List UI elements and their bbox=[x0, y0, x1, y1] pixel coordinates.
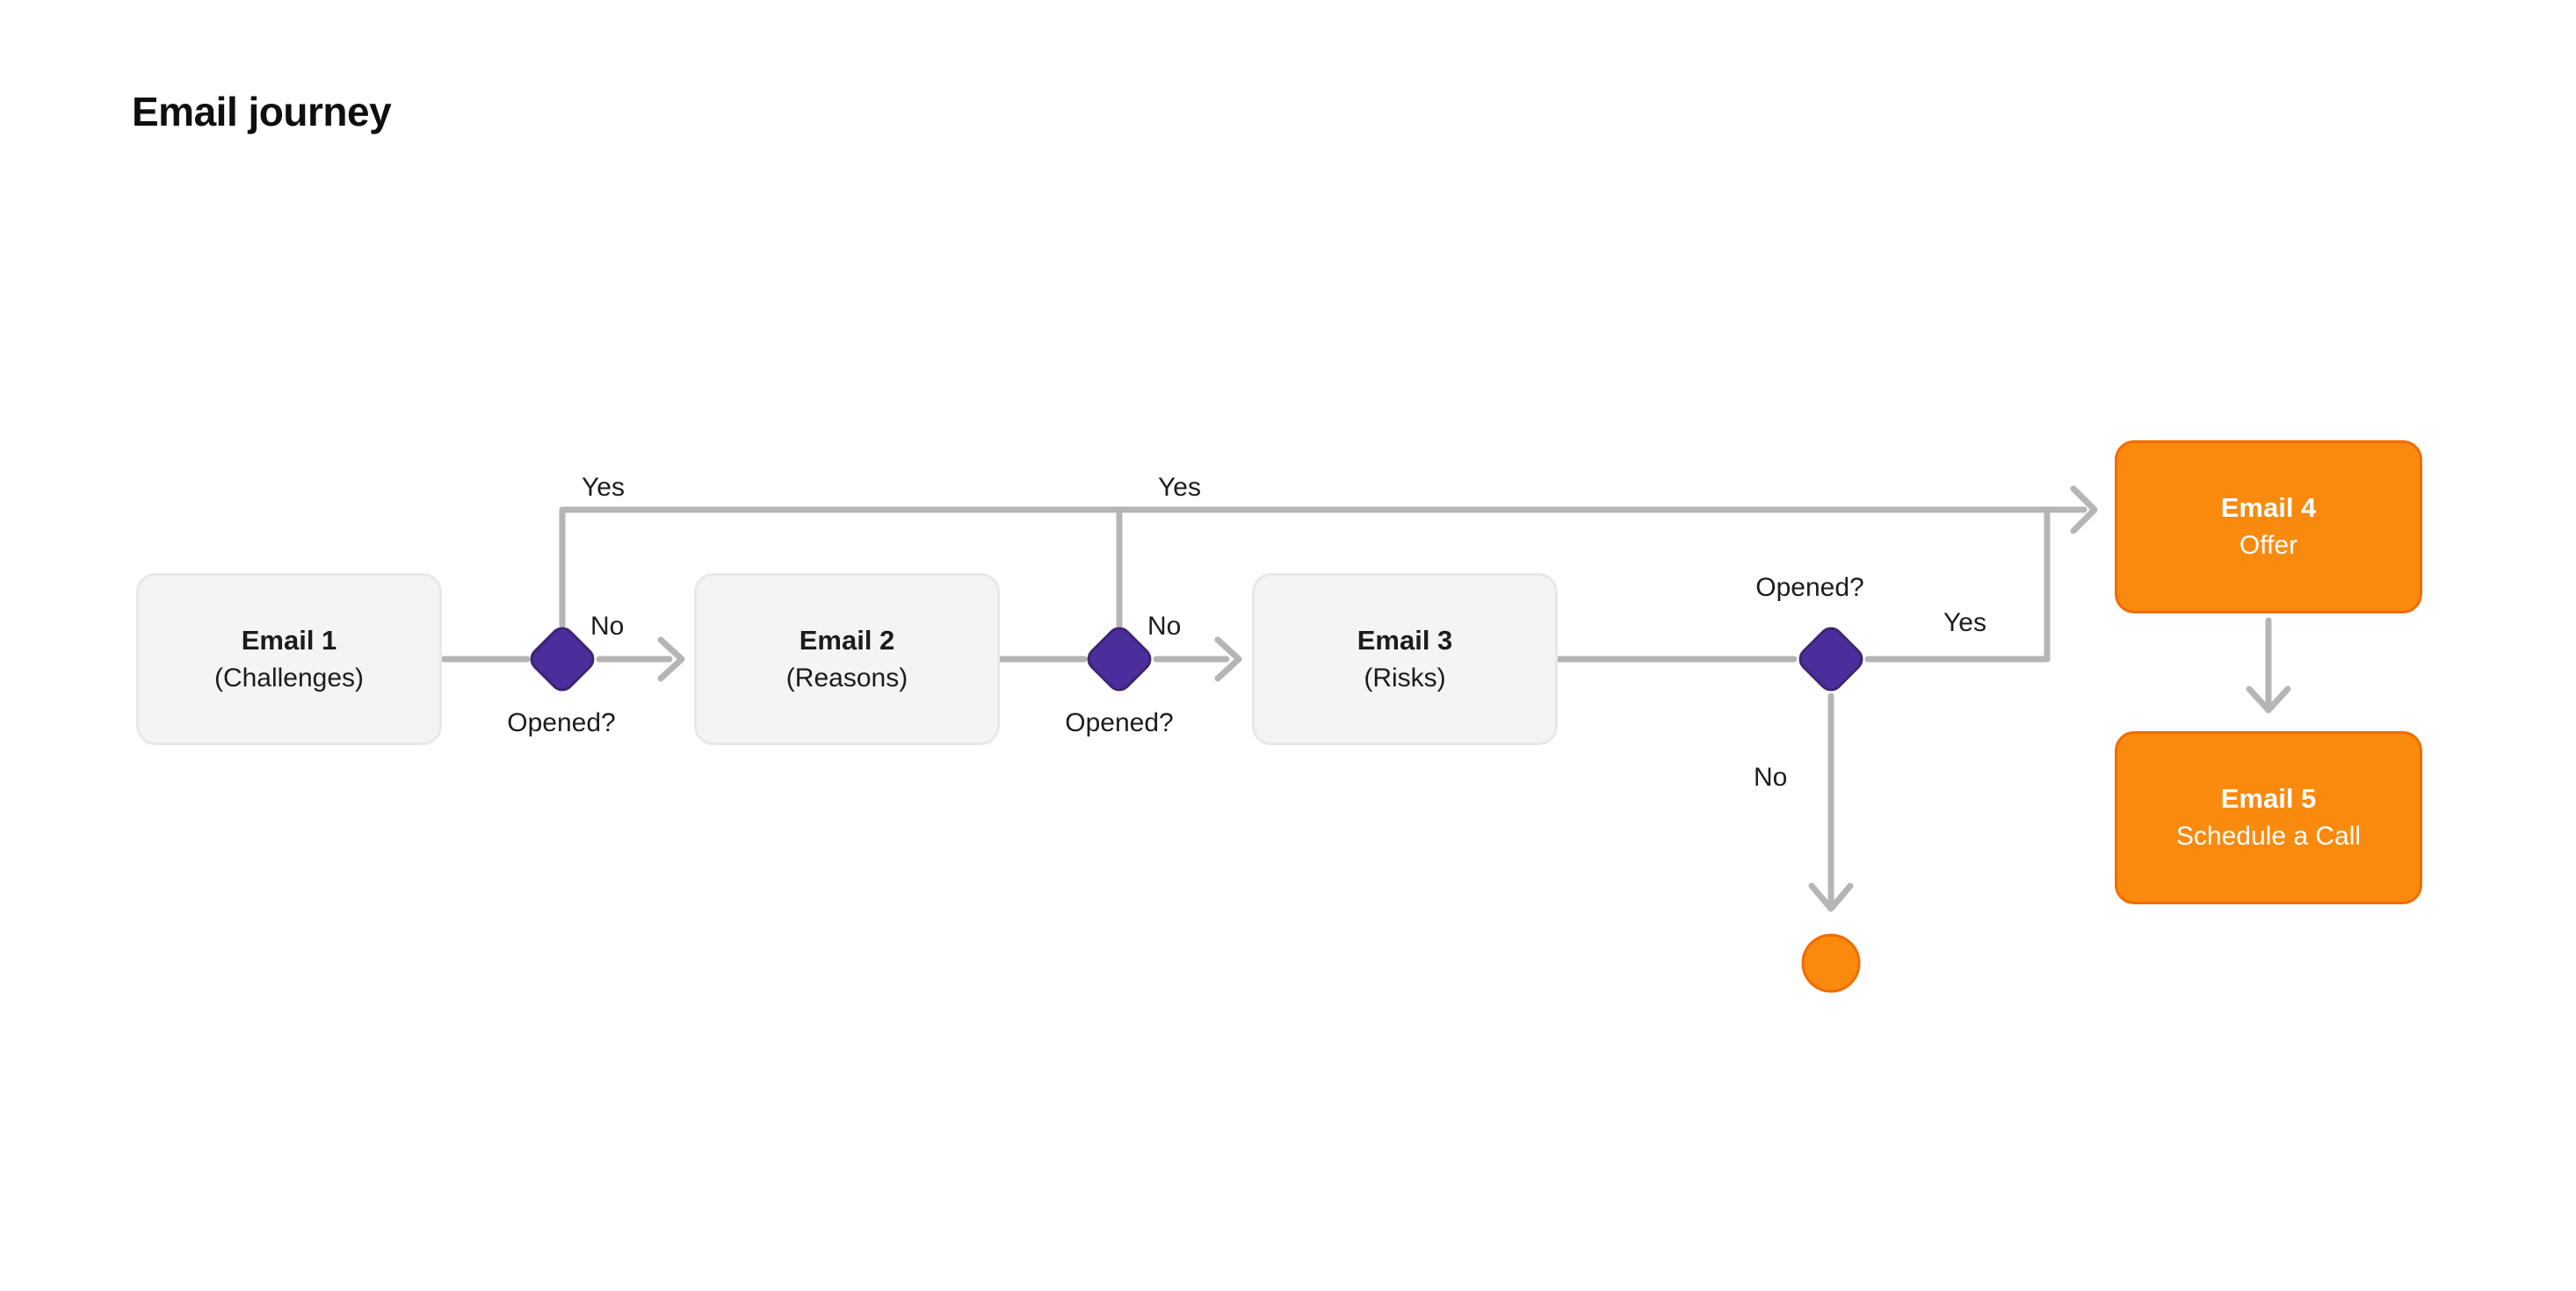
edge-label-no-2: No bbox=[1147, 612, 1182, 641]
node-email-2: Email 2 (Reasons) bbox=[694, 573, 1000, 745]
end-terminator-circle bbox=[1801, 933, 1861, 993]
arrowhead-into-email3 bbox=[1214, 636, 1242, 682]
arrowhead-into-email2 bbox=[657, 636, 685, 682]
connector-decision3-yes-up bbox=[1864, 509, 2051, 663]
node-subtitle: (Risks) bbox=[1364, 663, 1446, 693]
node-title: Email 5 bbox=[2220, 783, 2317, 815]
decision-question-3: Opened? bbox=[1755, 573, 1864, 602]
decision-question-1: Opened? bbox=[507, 708, 616, 737]
node-title: Email 4 bbox=[2220, 492, 2317, 524]
node-email-1: Email 1 (Challenges) bbox=[136, 573, 442, 745]
arrowhead-into-email4 bbox=[2070, 485, 2098, 534]
node-subtitle: (Challenges) bbox=[213, 663, 365, 693]
node-title: Email 3 bbox=[1357, 624, 1453, 656]
edge-label-no-1: No bbox=[590, 612, 625, 641]
node-subtitle: Offer bbox=[2239, 531, 2298, 561]
decision-diamond-opened-3 bbox=[1798, 627, 1863, 692]
page-title: Email journey bbox=[132, 89, 392, 134]
node-email-5: Email 5 Schedule a Call bbox=[2115, 731, 2422, 904]
node-email-4: Email 4 Offer bbox=[2115, 440, 2422, 613]
arrowhead-into-terminator bbox=[1808, 882, 1854, 912]
edge-label-yes-1: Yes bbox=[582, 473, 625, 502]
node-title: Email 1 bbox=[241, 624, 337, 656]
decision-diamond-opened-1 bbox=[530, 627, 595, 692]
arrowhead-into-email5 bbox=[2246, 685, 2291, 714]
node-email-3: Email 3 (Risks) bbox=[1252, 573, 1558, 745]
node-subtitle: Schedule a Call bbox=[2175, 822, 2362, 852]
connector-yes-top-line bbox=[559, 506, 2088, 629]
edge-label-no-3: No bbox=[1754, 763, 1788, 792]
node-title: Email 2 bbox=[799, 624, 895, 656]
decision-diamond-opened-2 bbox=[1087, 627, 1152, 692]
edge-label-yes-2: Yes bbox=[1158, 473, 1201, 502]
edge-label-yes-3: Yes bbox=[1943, 608, 1986, 637]
decision-question-2: Opened? bbox=[1065, 708, 1174, 737]
node-subtitle: (Reasons) bbox=[785, 663, 908, 693]
